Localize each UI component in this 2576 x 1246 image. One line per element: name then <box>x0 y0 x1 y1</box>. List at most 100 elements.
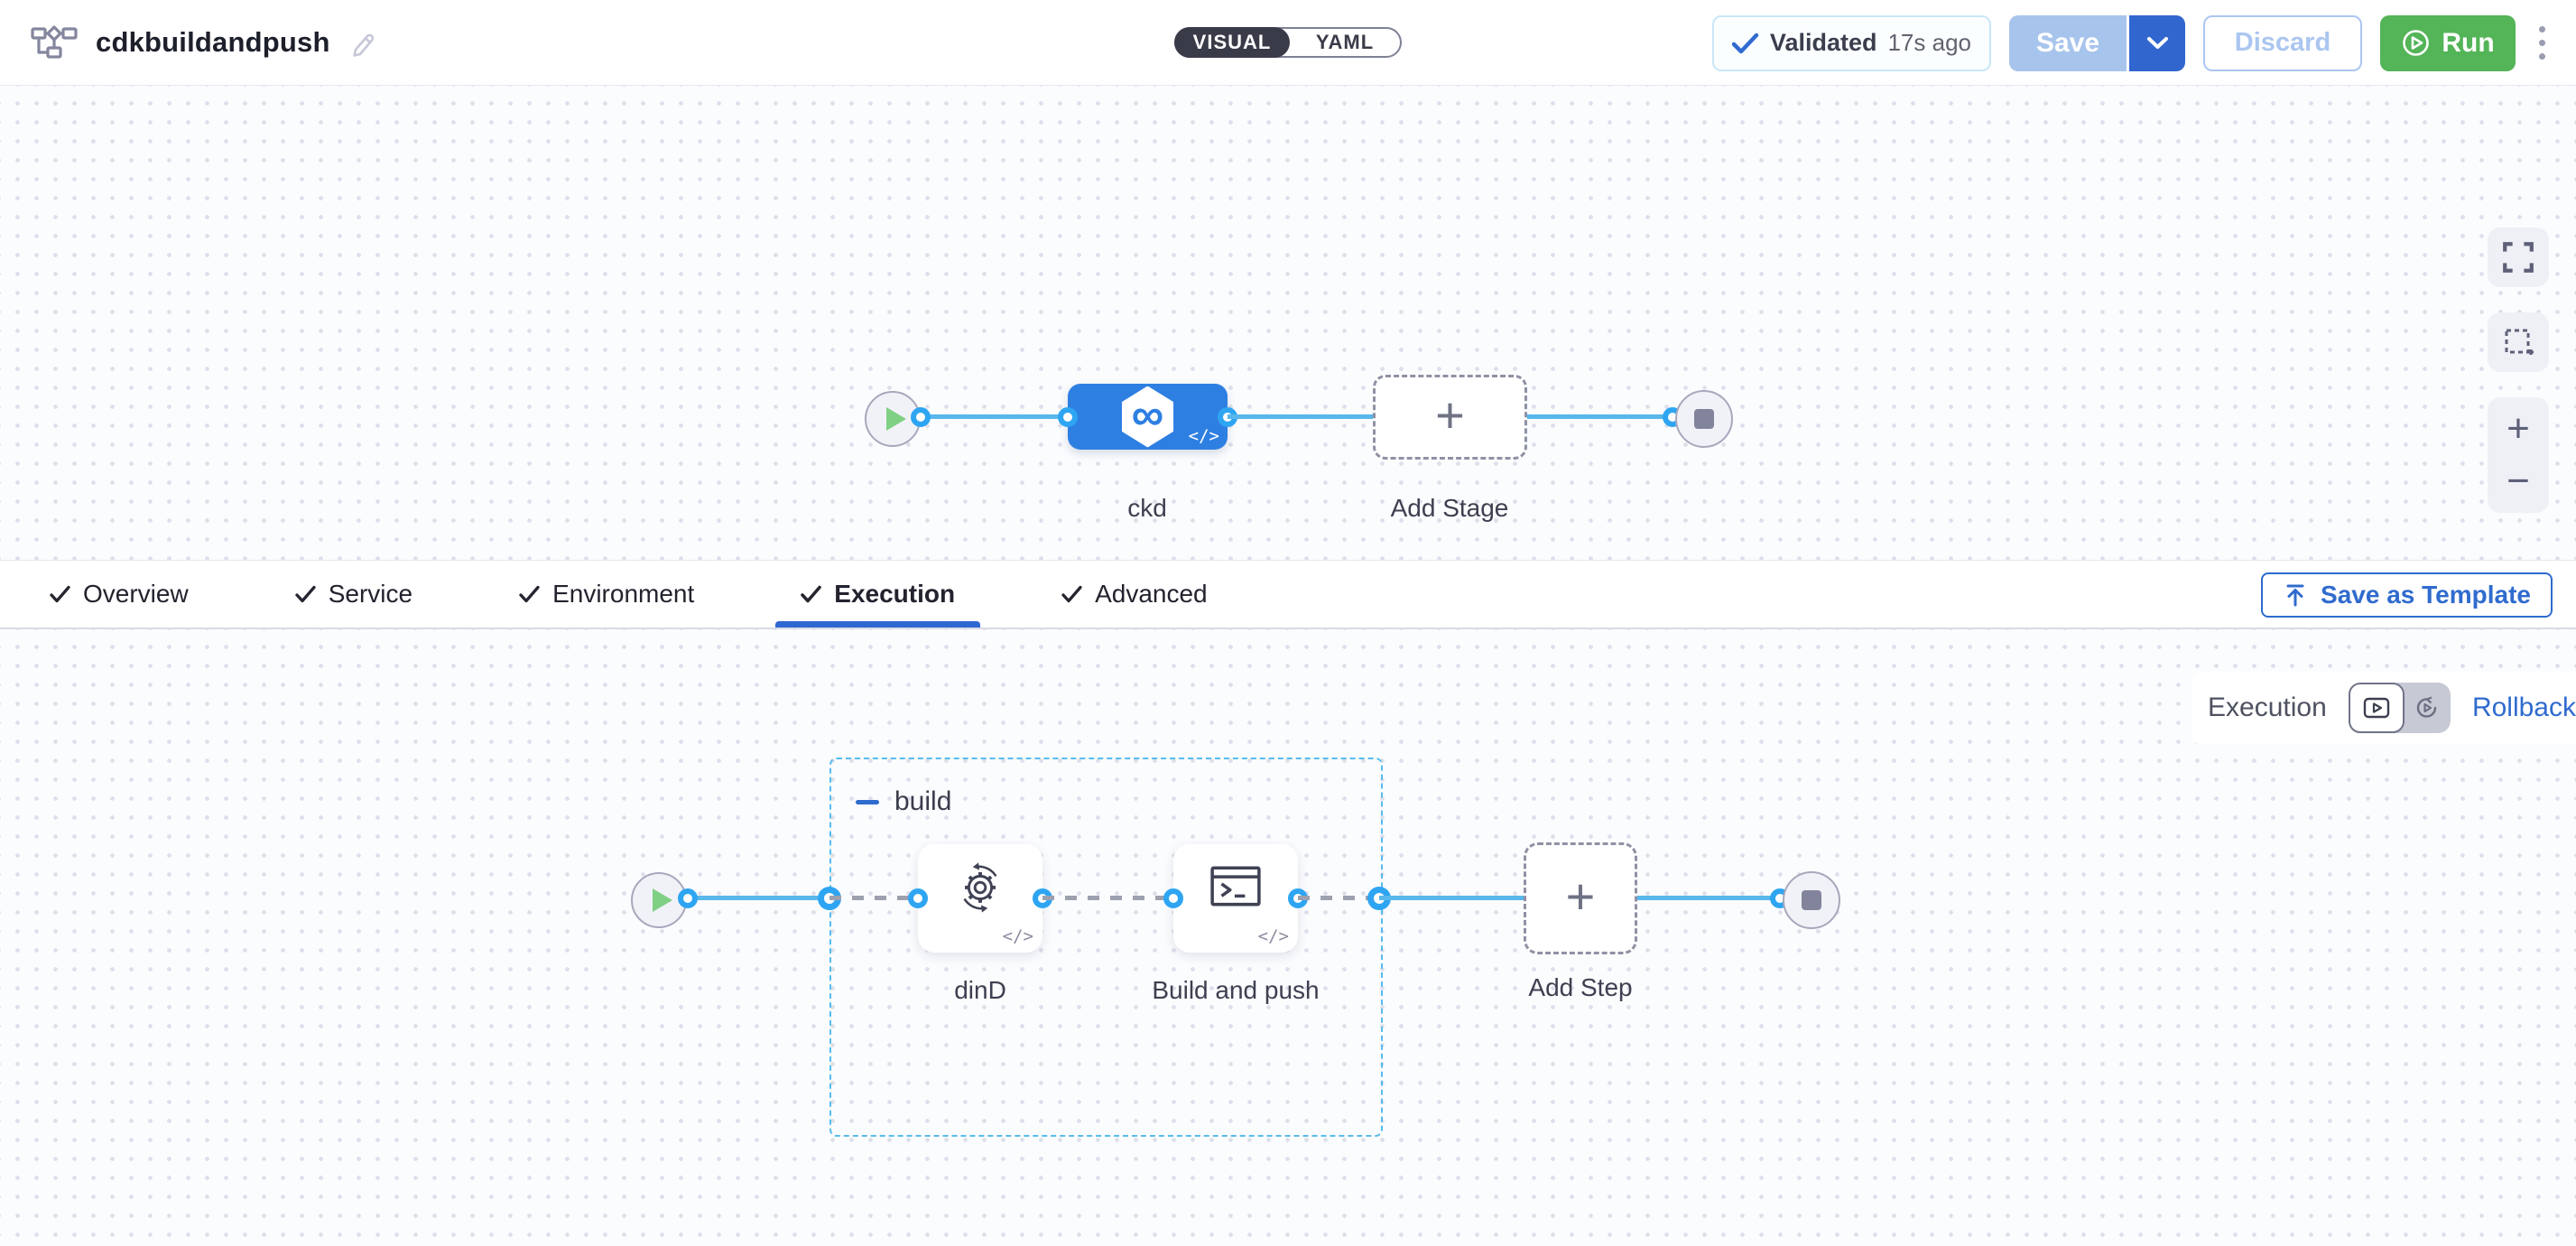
step-code-badge[interactable]: </> <box>1002 926 1033 946</box>
discard-button[interactable]: Discard <box>2203 14 2362 71</box>
upload-icon <box>2286 584 2304 607</box>
rollback-link[interactable]: Rollback <box>2471 693 2576 722</box>
stop-icon <box>1694 409 1714 429</box>
tab-overview[interactable]: Overview <box>24 561 214 628</box>
header: cdkbuildandpush VISUAL YAML Validated 17… <box>0 0 2576 86</box>
tab-label: Environment <box>552 580 695 608</box>
multi-select-button[interactable] <box>2488 312 2549 372</box>
tab-label: Advanced <box>1095 580 1208 608</box>
start-play-icon <box>885 407 906 431</box>
pipeline-end-node <box>1675 390 1733 448</box>
zoom-in-button[interactable]: + <box>2507 406 2530 451</box>
zoom-out-button[interactable]: − <box>2507 458 2530 503</box>
step-label: dinD <box>954 976 1006 1004</box>
execution-play-icon <box>2363 697 2389 719</box>
cd-hexagon-icon: ∞ <box>1121 386 1174 448</box>
connector-line <box>1228 414 1373 419</box>
toggle-yaml[interactable]: YAML <box>1315 31 1375 53</box>
tab-label: Execution <box>834 580 956 608</box>
check-icon <box>801 585 822 603</box>
connector-line <box>1379 896 1524 900</box>
save-button[interactable]: Save <box>2009 14 2127 71</box>
stage-code-badge[interactable]: </> <box>1188 426 1219 446</box>
connector-port[interactable] <box>678 888 698 908</box>
connector-line <box>1637 896 1774 900</box>
run-button[interactable]: Run <box>2380 14 2516 71</box>
check-icon <box>50 585 70 603</box>
check-icon <box>1731 33 1759 53</box>
start-play-icon <box>652 888 672 912</box>
fullscreen-button[interactable] <box>2488 228 2549 287</box>
dashed-connector-line <box>829 896 918 900</box>
group-label: build <box>894 786 952 816</box>
check-icon <box>295 585 316 603</box>
tab-label: Service <box>328 580 413 608</box>
execution-view-button[interactable] <box>2348 683 2405 733</box>
docker-in-docker-icon <box>963 862 997 913</box>
connector-port[interactable] <box>1058 407 1078 427</box>
add-stage-button[interactable]: + <box>1373 375 1527 460</box>
pipeline-start-node <box>865 391 921 447</box>
connector-port[interactable] <box>911 407 931 427</box>
run-label: Run <box>2442 27 2495 58</box>
visual-yaml-toggle[interactable]: VISUAL YAML <box>1174 27 1402 58</box>
execution-end-node <box>1783 871 1840 929</box>
connector-line <box>1527 414 1673 419</box>
step-group-build[interactable]: build <box>829 758 1383 1137</box>
step-node-dind[interactable]: </> <box>918 844 1042 953</box>
connector-line <box>688 896 829 900</box>
connector-port[interactable] <box>908 888 928 908</box>
stage-label: ckd <box>1127 494 1167 522</box>
save-as-template-label: Save as Template <box>2321 581 2531 609</box>
page-title: cdkbuildandpush <box>96 26 330 58</box>
edit-pencil-icon[interactable] <box>348 28 377 57</box>
infinity-icon: ∞ <box>1131 388 1164 440</box>
zoom-panel: + − <box>2488 397 2549 513</box>
step-node-build-and-push[interactable]: </> <box>1173 844 1298 953</box>
toggle-visual[interactable]: VISUAL <box>1174 27 1291 58</box>
execution-canvas[interactable]: Execution Rollback <box>0 629 2576 1246</box>
tab-service[interactable]: Service <box>270 561 438 628</box>
more-options-button[interactable] <box>2534 21 2551 65</box>
check-icon <box>1061 585 1082 603</box>
header-left: cdkbuildandpush <box>0 23 377 62</box>
plus-icon: + <box>1565 868 1596 925</box>
check-icon <box>519 585 540 603</box>
connector-port[interactable] <box>1163 888 1183 908</box>
execution-start-node <box>631 872 687 928</box>
step-label: Build and push <box>1152 976 1320 1004</box>
group-header[interactable]: build <box>856 786 951 817</box>
tab-advanced[interactable]: Advanced <box>1036 561 1233 628</box>
stage-node-ckd[interactable]: ∞ </> <box>1068 384 1228 450</box>
rollback-icon <box>2417 696 2437 718</box>
tab-label: Overview <box>83 580 189 608</box>
pipeline-icon <box>31 25 78 59</box>
execution-rollback-toggle[interactable] <box>2348 683 2451 733</box>
rollback-view-button[interactable] <box>2405 683 2451 733</box>
save-divider <box>2127 14 2129 71</box>
stop-icon <box>1802 890 1821 910</box>
validated-label: Validated <box>1769 29 1877 56</box>
add-step-label: Add Step <box>1528 973 1633 1001</box>
fullscreen-icon <box>2503 242 2534 273</box>
connector-line <box>921 414 1068 419</box>
stage-canvas[interactable]: ∞ </> + ckd Add Stage <box>0 86 2576 560</box>
validated-badge[interactable]: Validated 17s ago <box>1711 14 1991 71</box>
add-step-button[interactable]: + <box>1524 842 1637 954</box>
collapse-icon[interactable] <box>856 799 879 804</box>
tab-execution[interactable]: Execution <box>775 561 980 628</box>
chevron-down-icon <box>2146 36 2168 49</box>
execution-view-label: Execution <box>2208 693 2327 722</box>
step-code-badge[interactable]: </> <box>1257 926 1289 946</box>
add-stage-label: Add Stage <box>1390 494 1509 522</box>
save-as-template-button[interactable]: Save as Template <box>2261 572 2553 618</box>
run-play-icon <box>2403 30 2430 56</box>
stage-tab-bar: Overview Service Environment Execution A… <box>0 560 2576 629</box>
plus-icon: + <box>1435 386 1465 443</box>
execution-view-strip: Execution Rollback <box>2191 672 2576 744</box>
dashed-connector-line <box>1042 896 1173 900</box>
save-dropdown-button[interactable] <box>2129 14 2185 71</box>
header-actions: Validated 17s ago Save Discard Run <box>1711 0 2551 86</box>
dashed-connector-line <box>1298 896 1379 900</box>
tab-environment[interactable]: Environment <box>494 561 719 628</box>
